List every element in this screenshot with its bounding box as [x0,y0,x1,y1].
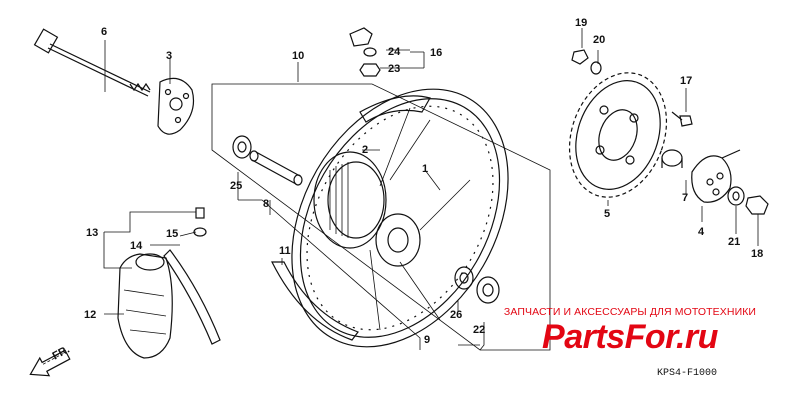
callout-10: 10 [292,50,304,62]
callout-1: 1 [422,163,428,175]
callout-2: 2 [362,144,368,156]
collar-part [661,149,683,168]
right-washer-part [727,186,745,206]
callout-24: 24 [388,46,401,58]
chain-guide-part [117,207,221,359]
sprocket-bolt-part [671,111,693,127]
callout-5: 5 [604,208,610,220]
callout-14: 14 [130,240,143,252]
watermark-tagline: ЗАПЧАСТИ И АКСЕССУАРЫ ДЛЯ МОТОТЕХНИКИ [503,306,757,318]
front-arrow-icon [29,349,71,377]
callout-18: 18 [751,248,763,260]
callout-11: 11 [279,245,291,257]
callout-17: 17 [680,75,692,87]
wheel-assembly-part [291,88,509,348]
left-side-plate-part [157,77,195,135]
right-side-plate-part [691,149,741,203]
callout-7: 7 [682,192,688,204]
callout-16: 16 [430,47,442,59]
callout-21: 21 [728,236,740,248]
right-bearing-part [454,266,474,290]
callout-26: 26 [450,309,462,321]
callout-6: 6 [101,26,107,38]
callout-3: 3 [166,50,172,62]
callout-25: 25 [230,180,242,192]
callout-4: 4 [698,226,705,238]
callout-numbers: 1 2 3 4 5 6 7 8 9 10 11 12 13 14 15 16 1… [84,17,763,346]
leader-lines [103,28,759,351]
valve-parts [349,27,381,77]
figure-code: KPS4-F1000 [657,368,718,379]
dust-seal-part [476,276,500,304]
callout-12: 12 [84,309,96,321]
callout-19: 19 [575,17,587,29]
rim-strip-part [271,261,359,341]
axle-nut-part [745,195,769,215]
axle-part [33,28,151,97]
callout-22: 22 [473,324,485,336]
callout-15: 15 [166,228,178,240]
washer-part [590,61,602,75]
watermark-logo: PartsFor.ru [542,318,718,356]
left-bearing-part [232,135,252,159]
callout-23: 23 [388,63,400,75]
sprocket-nut-part [571,49,589,65]
sprocket-part [568,72,668,198]
spacer-part [249,150,303,186]
callout-8: 8 [263,198,269,210]
callout-9: 9 [424,334,430,346]
callout-13: 13 [86,227,98,239]
callout-20: 20 [593,34,605,46]
